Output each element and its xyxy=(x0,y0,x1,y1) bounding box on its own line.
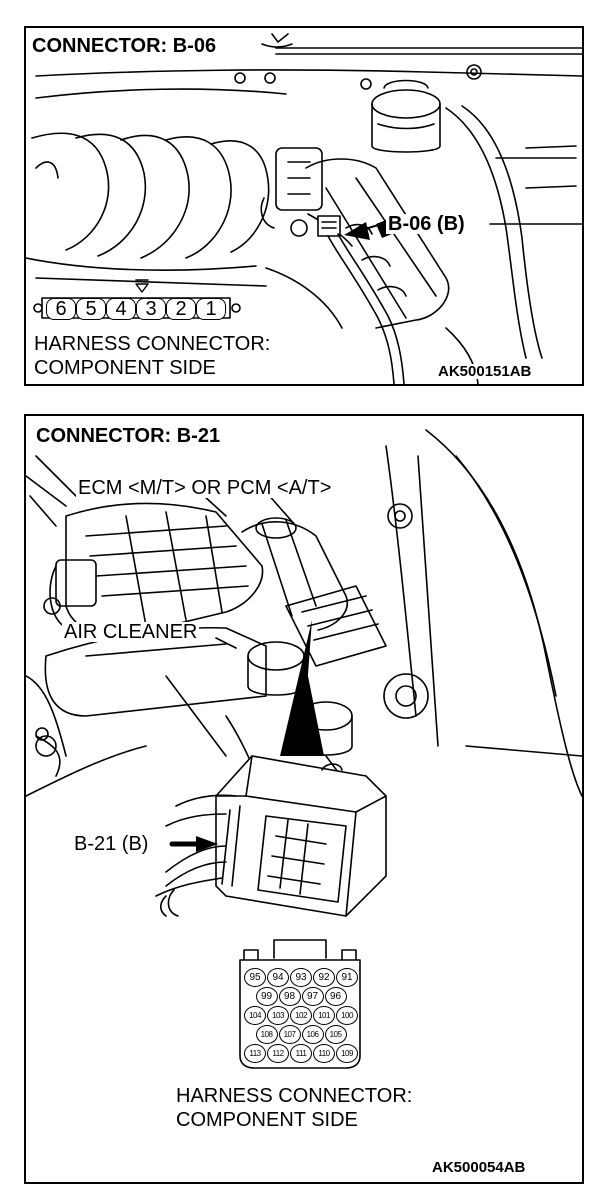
pin-103: 103 xyxy=(267,1006,289,1025)
figure-code: AK500054AB xyxy=(430,1159,528,1176)
pin-row-1: 95 94 93 92 91 xyxy=(242,968,360,987)
pin-106: 106 xyxy=(301,1025,324,1044)
connector-title: CONNECTOR: B-21 xyxy=(34,425,223,447)
pin-cell-5: 5 xyxy=(76,298,106,320)
pin-113: 113 xyxy=(244,1044,266,1063)
pin-cell-3: 3 xyxy=(136,298,166,320)
pin-97: 97 xyxy=(301,987,324,1006)
figure-code: AK500151AB xyxy=(436,363,534,380)
pin-row-4: 108 107 106 105 xyxy=(242,1025,360,1044)
pin-grid: 95 94 93 92 91 99 98 97 96 104 103 102 1… xyxy=(242,968,360,1063)
pin-104: 104 xyxy=(244,1006,266,1025)
connector-b06-panel: 6 5 4 3 2 1 CONNECTOR: B-06 B-06 (B) HAR… xyxy=(24,26,584,386)
pin-102: 102 xyxy=(290,1006,312,1025)
connector-title: CONNECTOR: B-06 xyxy=(30,35,219,57)
harness-caption-line2: COMPONENT SIDE xyxy=(32,357,218,379)
pin-107: 107 xyxy=(278,1025,301,1044)
pin-cell-6: 6 xyxy=(46,298,76,320)
pin-93: 93 xyxy=(290,968,312,987)
pin-110: 110 xyxy=(313,1044,335,1063)
engine-bay-illustration-b06 xyxy=(26,33,582,384)
pin-101: 101 xyxy=(313,1006,335,1025)
pin-100: 100 xyxy=(336,1006,358,1025)
connector-b21-panel: 95 94 93 92 91 99 98 97 96 104 103 102 1… xyxy=(24,414,584,1184)
air-cleaner-callout: AIR CLEANER xyxy=(62,621,200,643)
pin-108: 108 xyxy=(255,1025,278,1044)
pin-row-5: 113 112 111 110 109 xyxy=(242,1044,360,1063)
pin-row-3: 104 103 102 101 100 xyxy=(242,1006,360,1025)
pin-109: 109 xyxy=(336,1044,358,1063)
connector-callout-label: B-21 (B) xyxy=(72,833,151,855)
pin-92: 92 xyxy=(313,968,335,987)
pin-111: 111 xyxy=(290,1044,312,1063)
pin-cell-2: 2 xyxy=(166,298,196,320)
pin-94: 94 xyxy=(267,968,289,987)
pin-99: 99 xyxy=(255,987,278,1006)
pin-95: 95 xyxy=(244,968,266,987)
pin-cell-4: 4 xyxy=(106,298,136,320)
pin-row-2: 99 98 97 96 xyxy=(242,987,360,1006)
engine-bay-illustration-b21 xyxy=(26,429,582,1069)
pin-cell-1: 1 xyxy=(196,298,226,320)
harness-caption-line2: COMPONENT SIDE xyxy=(174,1109,360,1131)
pin-91: 91 xyxy=(336,968,358,987)
pin-96: 96 xyxy=(324,987,347,1006)
pin-105: 105 xyxy=(324,1025,347,1044)
pin-112: 112 xyxy=(267,1044,289,1063)
pin-98: 98 xyxy=(278,987,301,1006)
connector-callout-label: B-06 (B) xyxy=(386,213,467,235)
harness-caption-line1: HARNESS CONNECTOR: xyxy=(174,1085,415,1107)
ecm-pcm-callout: ECM <M/T> OR PCM <A/T> xyxy=(76,477,334,499)
harness-caption-line1: HARNESS CONNECTOR: xyxy=(32,333,273,355)
